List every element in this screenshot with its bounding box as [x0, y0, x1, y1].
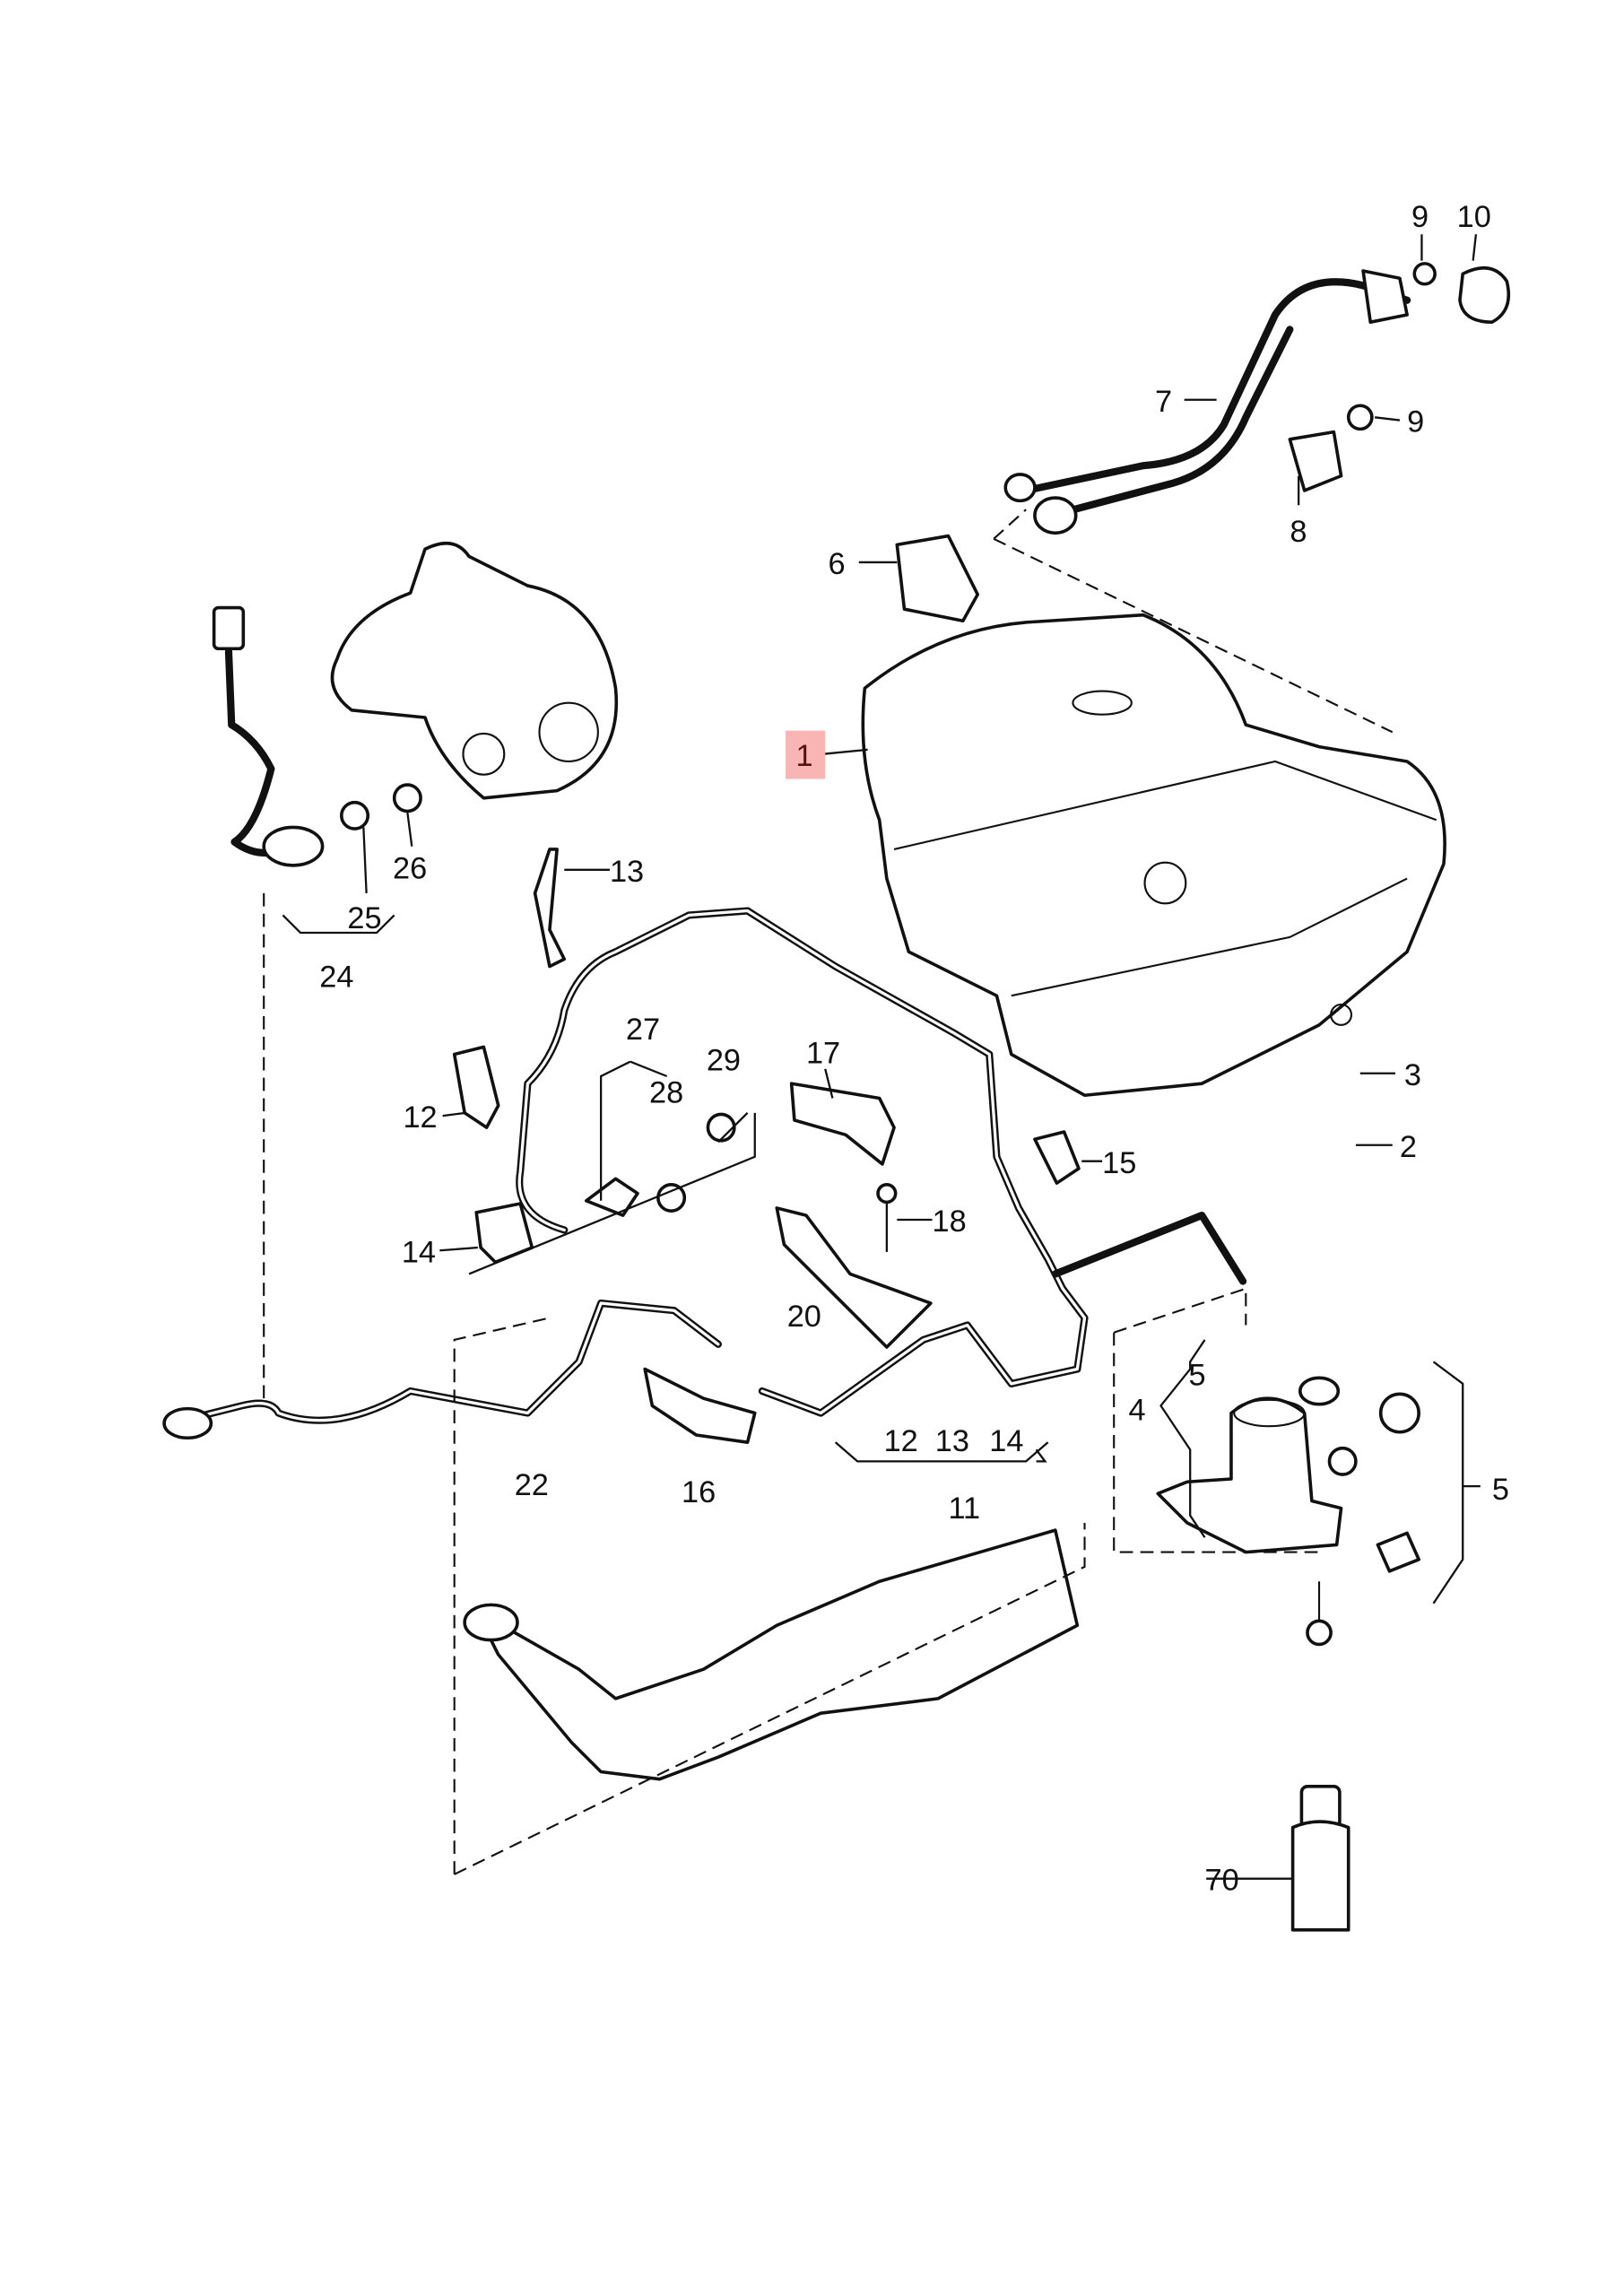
callout-label[interactable]: 2 [1400, 1130, 1417, 1164]
callout-label[interactable]: 11 [949, 1492, 981, 1526]
fuel-line[interactable] [162, 907, 1247, 1440]
callout-label[interactable]: 14 [989, 1424, 1023, 1458]
callout-label[interactable]: 25 [347, 901, 381, 935]
callout-label[interactable]: 6 [828, 547, 845, 581]
fuel-cap[interactable] [1458, 266, 1511, 324]
bracket-16[interactable] [643, 1367, 757, 1444]
callout-label[interactable]: 5 [1189, 1359, 1206, 1393]
callout-label[interactable]: 15 [1102, 1146, 1136, 1180]
callout-label[interactable]: 13 [935, 1424, 969, 1458]
callout-label[interactable]: 14 [402, 1235, 436, 1269]
clip-14[interactable] [474, 1202, 534, 1265]
bracket-17[interactable] [789, 1082, 896, 1166]
callout-label[interactable]: 12 [884, 1424, 918, 1458]
filler-neck-pipe[interactable] [1003, 269, 1411, 535]
callout-label[interactable]: 9 [1411, 200, 1429, 234]
nut [1346, 404, 1374, 431]
callout-label[interactable]: 27 [626, 1013, 660, 1047]
clip-12[interactable] [452, 1045, 500, 1129]
fuel-tank[interactable] [861, 613, 1446, 1098]
callout-label[interactable]: 26 [393, 852, 427, 886]
callout-label[interactable]: 12 [403, 1100, 437, 1135]
additive-bottle[interactable] [1290, 1785, 1350, 1932]
callout-label[interactable]: 10 [1457, 200, 1491, 234]
callout-label[interactable]: 28 [649, 1075, 683, 1109]
catalytic-converter[interactable] [463, 1528, 1080, 1781]
callout-label[interactable]: 13 [610, 855, 644, 889]
callout-label[interactable]: 70 [1205, 1864, 1239, 1898]
callout-label[interactable]: 22 [515, 1468, 549, 1502]
clip-13[interactable] [533, 848, 567, 969]
callout-label[interactable]: 20 [787, 1300, 821, 1334]
callouts: 9 10 7 9 8 6 1 26 13 25 24 27 28 29 12 1… [319, 200, 1509, 1898]
callout-label[interactable]: 3 [1404, 1058, 1421, 1092]
callout-label[interactable]: 9 [1407, 405, 1424, 439]
highlight-box [786, 730, 826, 779]
seal-ring [656, 1183, 687, 1213]
urea-pump[interactable] [1156, 1376, 1420, 1647]
clip-15[interactable] [1033, 1130, 1081, 1185]
clamp-29 [706, 1112, 736, 1143]
callout-label[interactable]: 16 [682, 1475, 716, 1509]
callout-label[interactable]: 5 [1492, 1473, 1509, 1507]
callout-label[interactable]: 8 [1290, 515, 1307, 549]
nut [1412, 262, 1437, 286]
callout-label[interactable]: 24 [319, 960, 353, 994]
particulate-filter[interactable] [330, 541, 619, 800]
callout-label[interactable]: 29 [707, 1043, 741, 1077]
temperature-sensor-cable[interactable] [212, 605, 422, 867]
rivet [876, 1183, 898, 1205]
sensor-module[interactable] [895, 534, 979, 623]
callout-label[interactable]: 18 [933, 1205, 967, 1239]
callout-label[interactable]: 7 [1155, 385, 1172, 419]
callout-label[interactable]: 17 [806, 1036, 840, 1070]
callout-label[interactable]: 4 [1129, 1394, 1146, 1428]
injector[interactable] [584, 1177, 639, 1217]
callout-label-highlighted[interactable]: 1 [796, 739, 813, 773]
bracket-20[interactable] [775, 1206, 933, 1349]
